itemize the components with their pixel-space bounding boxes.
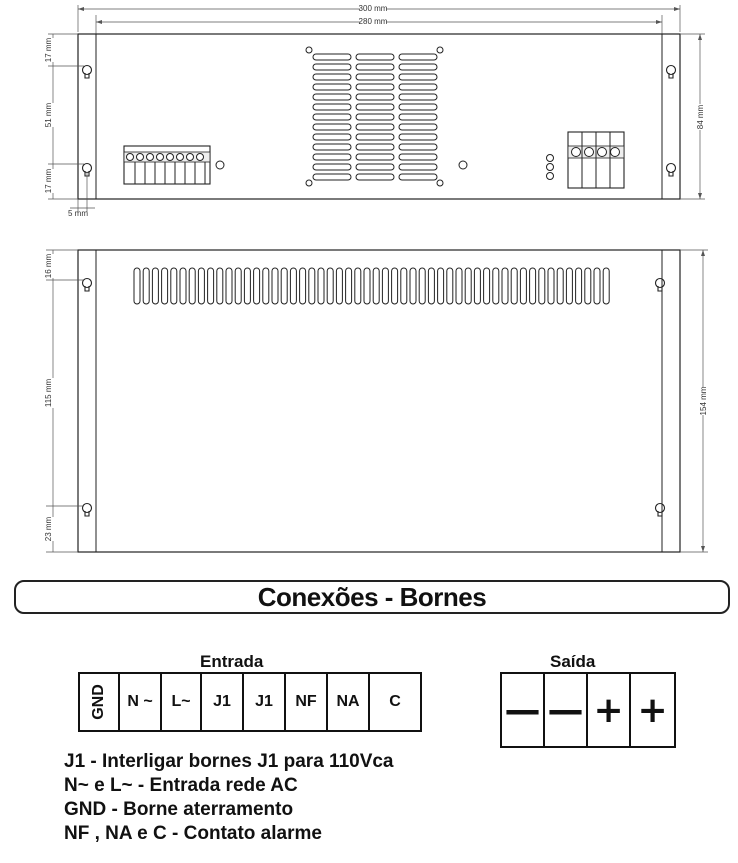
legend-line-alarm: NF , NA e C - Contato alarme [64, 823, 322, 844]
vent-slot [529, 267, 537, 305]
vent-slot [575, 267, 583, 305]
vent-slot [391, 267, 399, 305]
terminal-n: N ~ [120, 674, 162, 730]
vent-slot [151, 267, 159, 305]
vent-slot [418, 267, 426, 305]
terminal-neg-1: — [502, 674, 546, 746]
vent-slot [262, 267, 270, 305]
vent-grille-top [305, 46, 444, 187]
terminal-j1-b: J1 [244, 674, 286, 730]
vent-slot [446, 267, 454, 305]
vent-slot [170, 267, 178, 305]
terminal-l: L~ [162, 674, 202, 730]
vent-slot [510, 267, 518, 305]
vent-slot [308, 267, 316, 305]
vent-slot [142, 267, 150, 305]
vent-slot [492, 267, 500, 305]
entrada-terminal-row: GND N ~ L~ J1 J1 NF NA C [78, 672, 422, 732]
legend-line-nl: N~ e L~ - Entrada rede AC [64, 775, 298, 796]
section-title: Conexões - Bornes [257, 581, 487, 612]
vent-slot [556, 267, 564, 305]
vent-slot [372, 267, 380, 305]
dim-front-hole-spacing: 115 mm [44, 379, 53, 408]
vent-slot [326, 267, 334, 305]
vent-slot [253, 267, 261, 305]
vent-slot [188, 267, 196, 305]
vent-slot [354, 267, 362, 305]
terminal-neg-2: — [545, 674, 589, 746]
vent-slot [455, 267, 463, 305]
terminal-j1-a: J1 [202, 674, 244, 730]
terminal-na: NA [328, 674, 370, 730]
vent-slot [317, 267, 325, 305]
dim-hole-top-offset: 17 mm [44, 37, 53, 62]
dim-width-inner: 280 mm [359, 17, 388, 26]
terminal-pos-1: + [588, 674, 632, 746]
vent-slot [271, 267, 279, 305]
vent-slot [409, 267, 417, 305]
vent-slot [400, 267, 408, 305]
dim-width-outer: 300 mm [359, 4, 388, 13]
vent-slot [565, 267, 573, 305]
vent-slot [381, 267, 389, 305]
vent-slot [584, 267, 592, 305]
dim-hole-spacing: 51 mm [44, 102, 53, 127]
vent-slot [335, 267, 343, 305]
vent-slot [179, 267, 187, 305]
indicator-leds [458, 154, 554, 180]
input-terminal-block-drawing [123, 145, 225, 185]
vent-slot [289, 267, 297, 305]
vent-slots-front [133, 267, 610, 305]
saida-title: Saída [550, 652, 596, 671]
technical-drawing: 300 mm 280 mm [44, 3, 708, 553]
legend: J1 - Interligar bornes J1 para 110Vca N~… [64, 750, 394, 846]
dim-front-hole-top: 16 mm [44, 253, 53, 278]
mounting-holes-front [81, 277, 666, 517]
output-terminal-block-drawing [567, 131, 625, 189]
vent-slot [437, 267, 445, 305]
terminal-gnd: GND [80, 674, 120, 730]
vent-slot [538, 267, 546, 305]
vent-slot [207, 267, 215, 305]
vent-slot [547, 267, 555, 305]
vent-slot [483, 267, 491, 305]
vent-slot [234, 267, 242, 305]
vent-slot [216, 267, 224, 305]
dim-hole-bottom-offset: 17 mm [44, 168, 53, 193]
vent-slot [225, 267, 233, 305]
vent-slot [473, 267, 481, 305]
vent-slot [501, 267, 509, 305]
vent-slot [593, 267, 601, 305]
vent-slot [243, 267, 251, 305]
entrada-title: Entrada [200, 652, 264, 671]
vent-slot [133, 267, 141, 305]
dim-hole-edge-offset: 5 mm [68, 209, 88, 218]
dim-height-top: 84 mm [696, 104, 705, 129]
dim-height-front: 154 mm [699, 386, 708, 415]
terminal-pos-2: + [637, 689, 668, 731]
vent-slot [427, 267, 435, 305]
vent-slot [464, 267, 472, 305]
saida-terminal-row: — — + + [500, 672, 676, 748]
vent-slot [363, 267, 371, 305]
vent-slot [602, 267, 610, 305]
vent-slot [345, 267, 353, 305]
terminal-c: C [389, 693, 401, 710]
connections-section-header: Conexões - Bornes [14, 580, 730, 614]
vent-slot [197, 267, 205, 305]
vent-slot [280, 267, 288, 305]
legend-line-gnd: GND - Borne aterramento [64, 799, 294, 820]
terminal-nf: NF [286, 674, 328, 730]
dim-front-hole-bottom: 23 mm [44, 516, 53, 541]
vent-slot [519, 267, 527, 305]
vent-slot [161, 267, 169, 305]
vent-slot [299, 267, 307, 305]
legend-line-j1: J1 - Interligar bornes J1 para 110Vca [64, 751, 394, 772]
